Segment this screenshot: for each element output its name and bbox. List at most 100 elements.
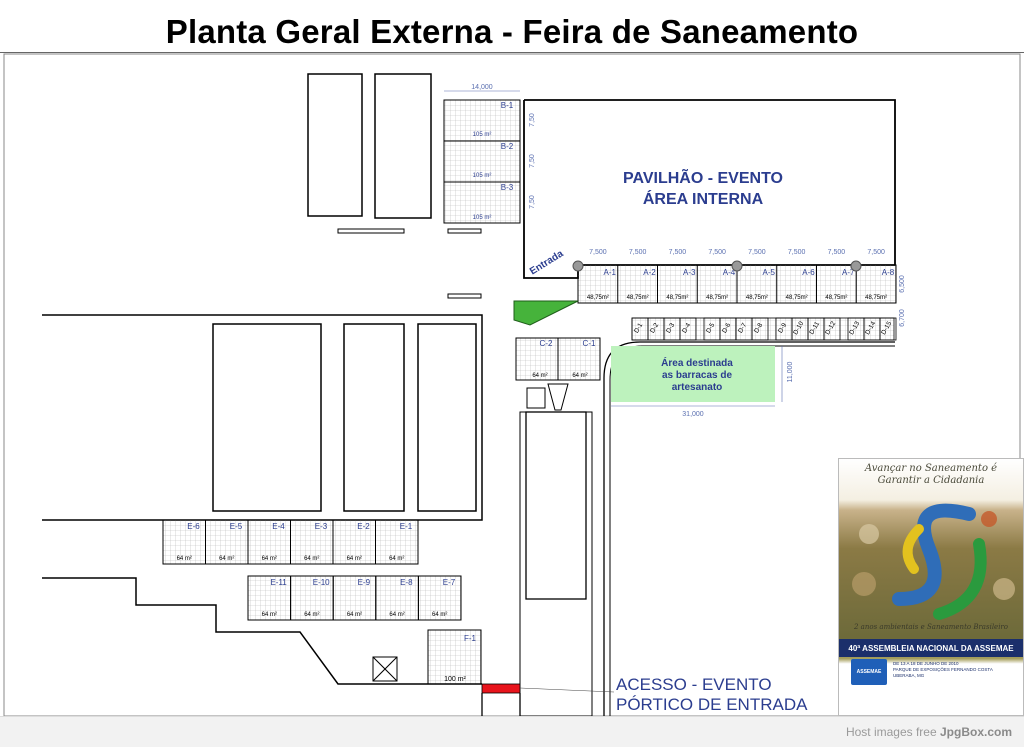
stand-e-area: 64 m²	[219, 556, 234, 562]
pavilion-title-line1: PAVILHÃO - EVENTO	[623, 167, 783, 187]
stand-d-label: D-5	[705, 322, 716, 335]
stand-e-label: E-4	[272, 522, 285, 531]
hall-left-1	[212, 323, 322, 512]
bench-3	[447, 293, 482, 299]
floor-plan: 14,000 B-1 105 m² B-2 105 m² B-3 105 m² …	[3, 53, 1021, 716]
dim-a-depth: 6,500	[899, 275, 906, 293]
dim-b3-height: 7,50	[529, 195, 536, 209]
dim-a-width: 7,500	[629, 249, 647, 256]
stand-a-label: A-2	[643, 268, 656, 277]
access-pointer	[519, 687, 615, 693]
stand-d-cell	[679, 317, 697, 341]
stand-d-label: D-8	[753, 322, 764, 335]
bench-2	[447, 228, 482, 234]
stand-b1-label: B-1	[501, 101, 514, 110]
image-host-footer: Host images free JpgBox.com	[0, 716, 1024, 747]
stand-d-label: D-1	[633, 322, 644, 335]
stand-d-cell	[751, 317, 769, 341]
stands-b-group: 14,000 B-1 105 m² B-2 105 m² B-3 105 m² …	[443, 84, 536, 224]
stand-e-area: 64 m²	[432, 612, 447, 618]
stand-e-label: E-7	[443, 578, 456, 587]
stand-d-label: D-6	[721, 322, 732, 335]
stand-c2-label: C-2	[540, 339, 553, 348]
stand-d-cell	[879, 317, 897, 341]
stand-d-cell	[823, 317, 841, 341]
stand-e-label: E-11	[270, 578, 287, 587]
page-title: Planta Geral Externa - Feira de Saneamen…	[165, 13, 859, 50]
stand-e-cell	[375, 519, 419, 565]
dim-a-width: 7,500	[589, 249, 607, 256]
stand-e-label: E-5	[230, 522, 243, 531]
stand-b3-label: B-3	[501, 183, 514, 192]
stand-a-area: 48,75m²	[666, 295, 688, 301]
assemae-logo: ASSEMAE	[851, 659, 887, 685]
stands-a-group: A-148,75m²7,500A-248,75m²7,500A-348,75m²…	[572, 249, 906, 304]
pillar-3	[850, 260, 862, 272]
stand-a-area: 48,75m²	[786, 295, 808, 301]
poster-info-line1: DE 13 A 18 DE JUNHO DE 2010	[893, 661, 959, 666]
corridor-hall	[525, 411, 587, 600]
plan-frame	[3, 53, 1021, 716]
poster-info-line2: PARQUE DE EXPOSIÇÕES FERNANDO COSTA	[893, 667, 993, 672]
stand-e-label: E-6	[187, 522, 200, 531]
dim-d-depth: 6,700	[899, 309, 906, 327]
stand-a-area: 48,75m²	[825, 295, 847, 301]
stand-d-label: D-9	[777, 322, 788, 335]
footer-brand-link[interactable]: JpgBox.com	[939, 725, 1012, 739]
dim-a-width: 7,500	[748, 249, 766, 256]
stand-a-area: 48,75m²	[706, 295, 728, 301]
dim-a-width: 7,500	[669, 249, 687, 256]
kiosk-funnel	[547, 383, 569, 411]
stand-a-area: 48,75m²	[865, 295, 887, 301]
event-poster: Avançar no Saneamento é Garantir a Cidad…	[838, 458, 1024, 716]
stand-b3-area: 105 m²	[473, 215, 492, 221]
poster-slogan-line1: Avançar no Saneamento é	[864, 463, 998, 474]
poster-swirl-graphic	[852, 503, 1015, 620]
title-divider	[0, 52, 1024, 53]
pavilion-entrance-label: Entrada	[528, 248, 566, 277]
poster-info: DE 13 A 18 DE JUNHO DE 2010 PARQUE DE EX…	[893, 661, 1019, 679]
craft-area-line3: artesanato	[672, 382, 723, 393]
dim-a-width: 7,500	[867, 249, 885, 256]
stands-c-group: C-2 64 m² C-1 64 m²	[515, 337, 601, 381]
stand-a-label: A-6	[802, 268, 815, 277]
stand-e-label: E-8	[400, 578, 413, 587]
access-gate	[481, 683, 521, 694]
stand-d-label: D-4	[681, 322, 692, 335]
stand-e-area: 64 m²	[389, 612, 404, 618]
pillar-2	[731, 260, 743, 272]
stand-b2-area: 105 m²	[473, 173, 492, 179]
stand-e-label: E-9	[358, 578, 371, 587]
dim-a-width: 7,500	[788, 249, 806, 256]
dim-craft-width: 31,000	[682, 411, 704, 418]
access-line2: PÓRTICO DE ENTRADA	[616, 695, 808, 714]
stand-e-label: E-1	[400, 522, 413, 531]
footer-text: Host images free JpgBox.com	[846, 725, 1012, 739]
stand-e-label: E-3	[315, 522, 328, 531]
stand-d-label: D-2	[649, 322, 660, 335]
hall-left-3	[417, 323, 477, 512]
dim-b1-height: 7,50	[529, 113, 536, 127]
kiosk-box	[526, 387, 546, 409]
stand-a-label: A-3	[683, 268, 696, 277]
stand-a-label: A-8	[882, 268, 895, 277]
dim-b2-height: 7,50	[529, 154, 536, 168]
dim-a-width: 7,500	[708, 249, 726, 256]
footer-prefix: Host images free	[845, 725, 937, 739]
stand-e-area: 64 m²	[177, 556, 192, 562]
stand-e-cell	[417, 575, 462, 621]
green-planter	[513, 300, 579, 326]
dim-b-width: 14,000	[471, 84, 493, 91]
poster-slogan-line2: Garantir a Cidadania	[877, 475, 985, 486]
stand-a-area: 48,75m²	[587, 295, 609, 301]
poster-assembly-band: 40ª ASSEMBLEIA NACIONAL DA ASSEMAE	[839, 639, 1023, 657]
pillar-1	[572, 260, 584, 272]
building-top-left-1	[307, 73, 363, 217]
stand-b1-area: 105 m²	[473, 132, 492, 138]
stand-e-area: 64 m²	[304, 612, 319, 618]
craft-area: Área destinada as barracas de artesanato…	[611, 346, 794, 418]
stand-c2-area: 64 m²	[532, 373, 547, 379]
poster-subtitle: 2 anos ambientais e Saneamento Brasileir…	[854, 623, 1008, 631]
building-top-left-2	[374, 73, 432, 219]
